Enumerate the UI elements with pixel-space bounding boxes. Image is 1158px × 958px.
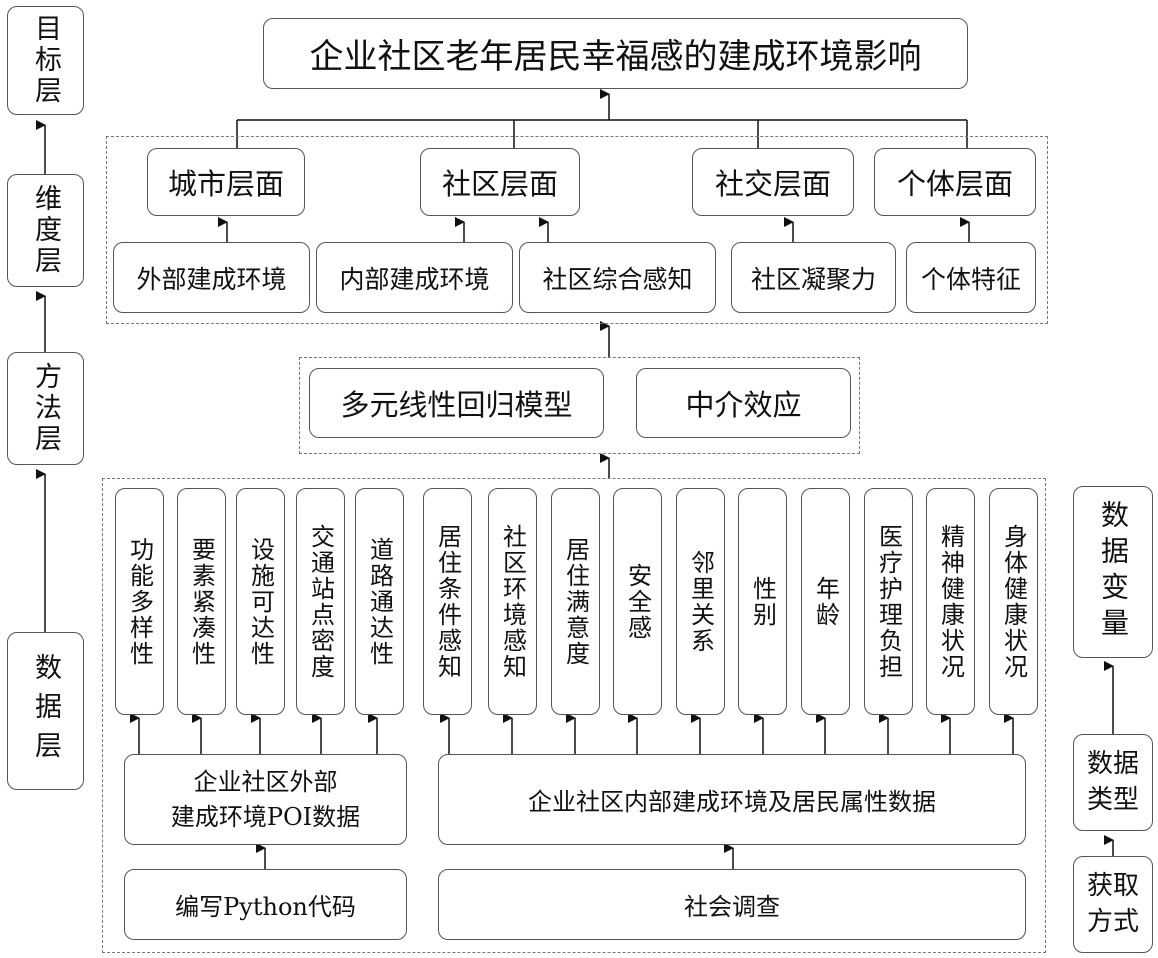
variable-box: 社区环境感知 [488,488,537,715]
data-source-external: 企业社区外部 建成环境POI数据 [124,754,407,845]
dimension-individual: 个体层面 [874,148,1036,216]
title-box: 企业社区老年居民幸福感的建成环境影响 [263,18,968,89]
sub-internal-built-env: 内部建成环境 [316,242,513,313]
layer-method: 方法层 [7,352,84,465]
method-regression: 多元线性回归模型 [309,368,604,438]
variable-box: 要素紧凑性 [177,488,226,715]
sub-community-perception: 社区综合感知 [519,242,716,313]
label-data-variables: 数据变量 [1073,486,1153,658]
variable-box: 居住条件感知 [423,488,472,715]
data-source-external-line1: 企业社区外部 [193,767,338,796]
variable-box: 身体健康状况 [989,488,1038,715]
data-source-internal: 企业社区内部建成环境及居民属性数据 [438,754,1026,845]
dimension-social: 社交层面 [692,148,854,216]
variable-box: 年龄 [801,488,850,715]
data-group [102,478,1046,953]
variable-box: 道路通达性 [355,488,404,715]
acquisition-survey: 社会调查 [438,869,1026,940]
variable-box: 安全感 [613,488,662,715]
variable-box: 居住满意度 [551,488,600,715]
data-source-external-line2: 建成环境POI数据 [170,802,361,831]
variable-box: 功能多样性 [115,488,164,715]
method-group [299,357,860,454]
label-acquisition-text: 获取方式 [1086,871,1139,937]
sub-external-built-env: 外部建成环境 [113,242,310,313]
label-data-types-text: 数据类型 [1086,749,1139,815]
acquisition-python: 编写Python代码 [124,869,407,940]
method-mediation: 中介效应 [636,368,851,438]
variable-box: 精神健康状况 [926,488,975,715]
variable-box: 交通站点密度 [296,488,345,715]
sub-community-cohesion: 社区凝聚力 [731,242,896,313]
sub-individual-traits: 个体特征 [906,242,1036,313]
variable-box: 邻里关系 [676,488,725,715]
layer-dimension: 维度层 [7,174,84,287]
layer-data: 数据层 [7,632,84,790]
variable-box: 医疗护理负担 [864,488,913,715]
variable-box: 设施可达性 [236,488,285,715]
label-acquisition: 获取方式 [1073,856,1153,953]
label-data-types: 数据类型 [1073,734,1153,831]
variable-box: 性别 [738,488,787,715]
layer-target: 目标层 [7,6,84,115]
dimension-city: 城市层面 [147,148,305,216]
dimension-community: 社区层面 [420,148,580,216]
dimension-group [106,136,1048,324]
